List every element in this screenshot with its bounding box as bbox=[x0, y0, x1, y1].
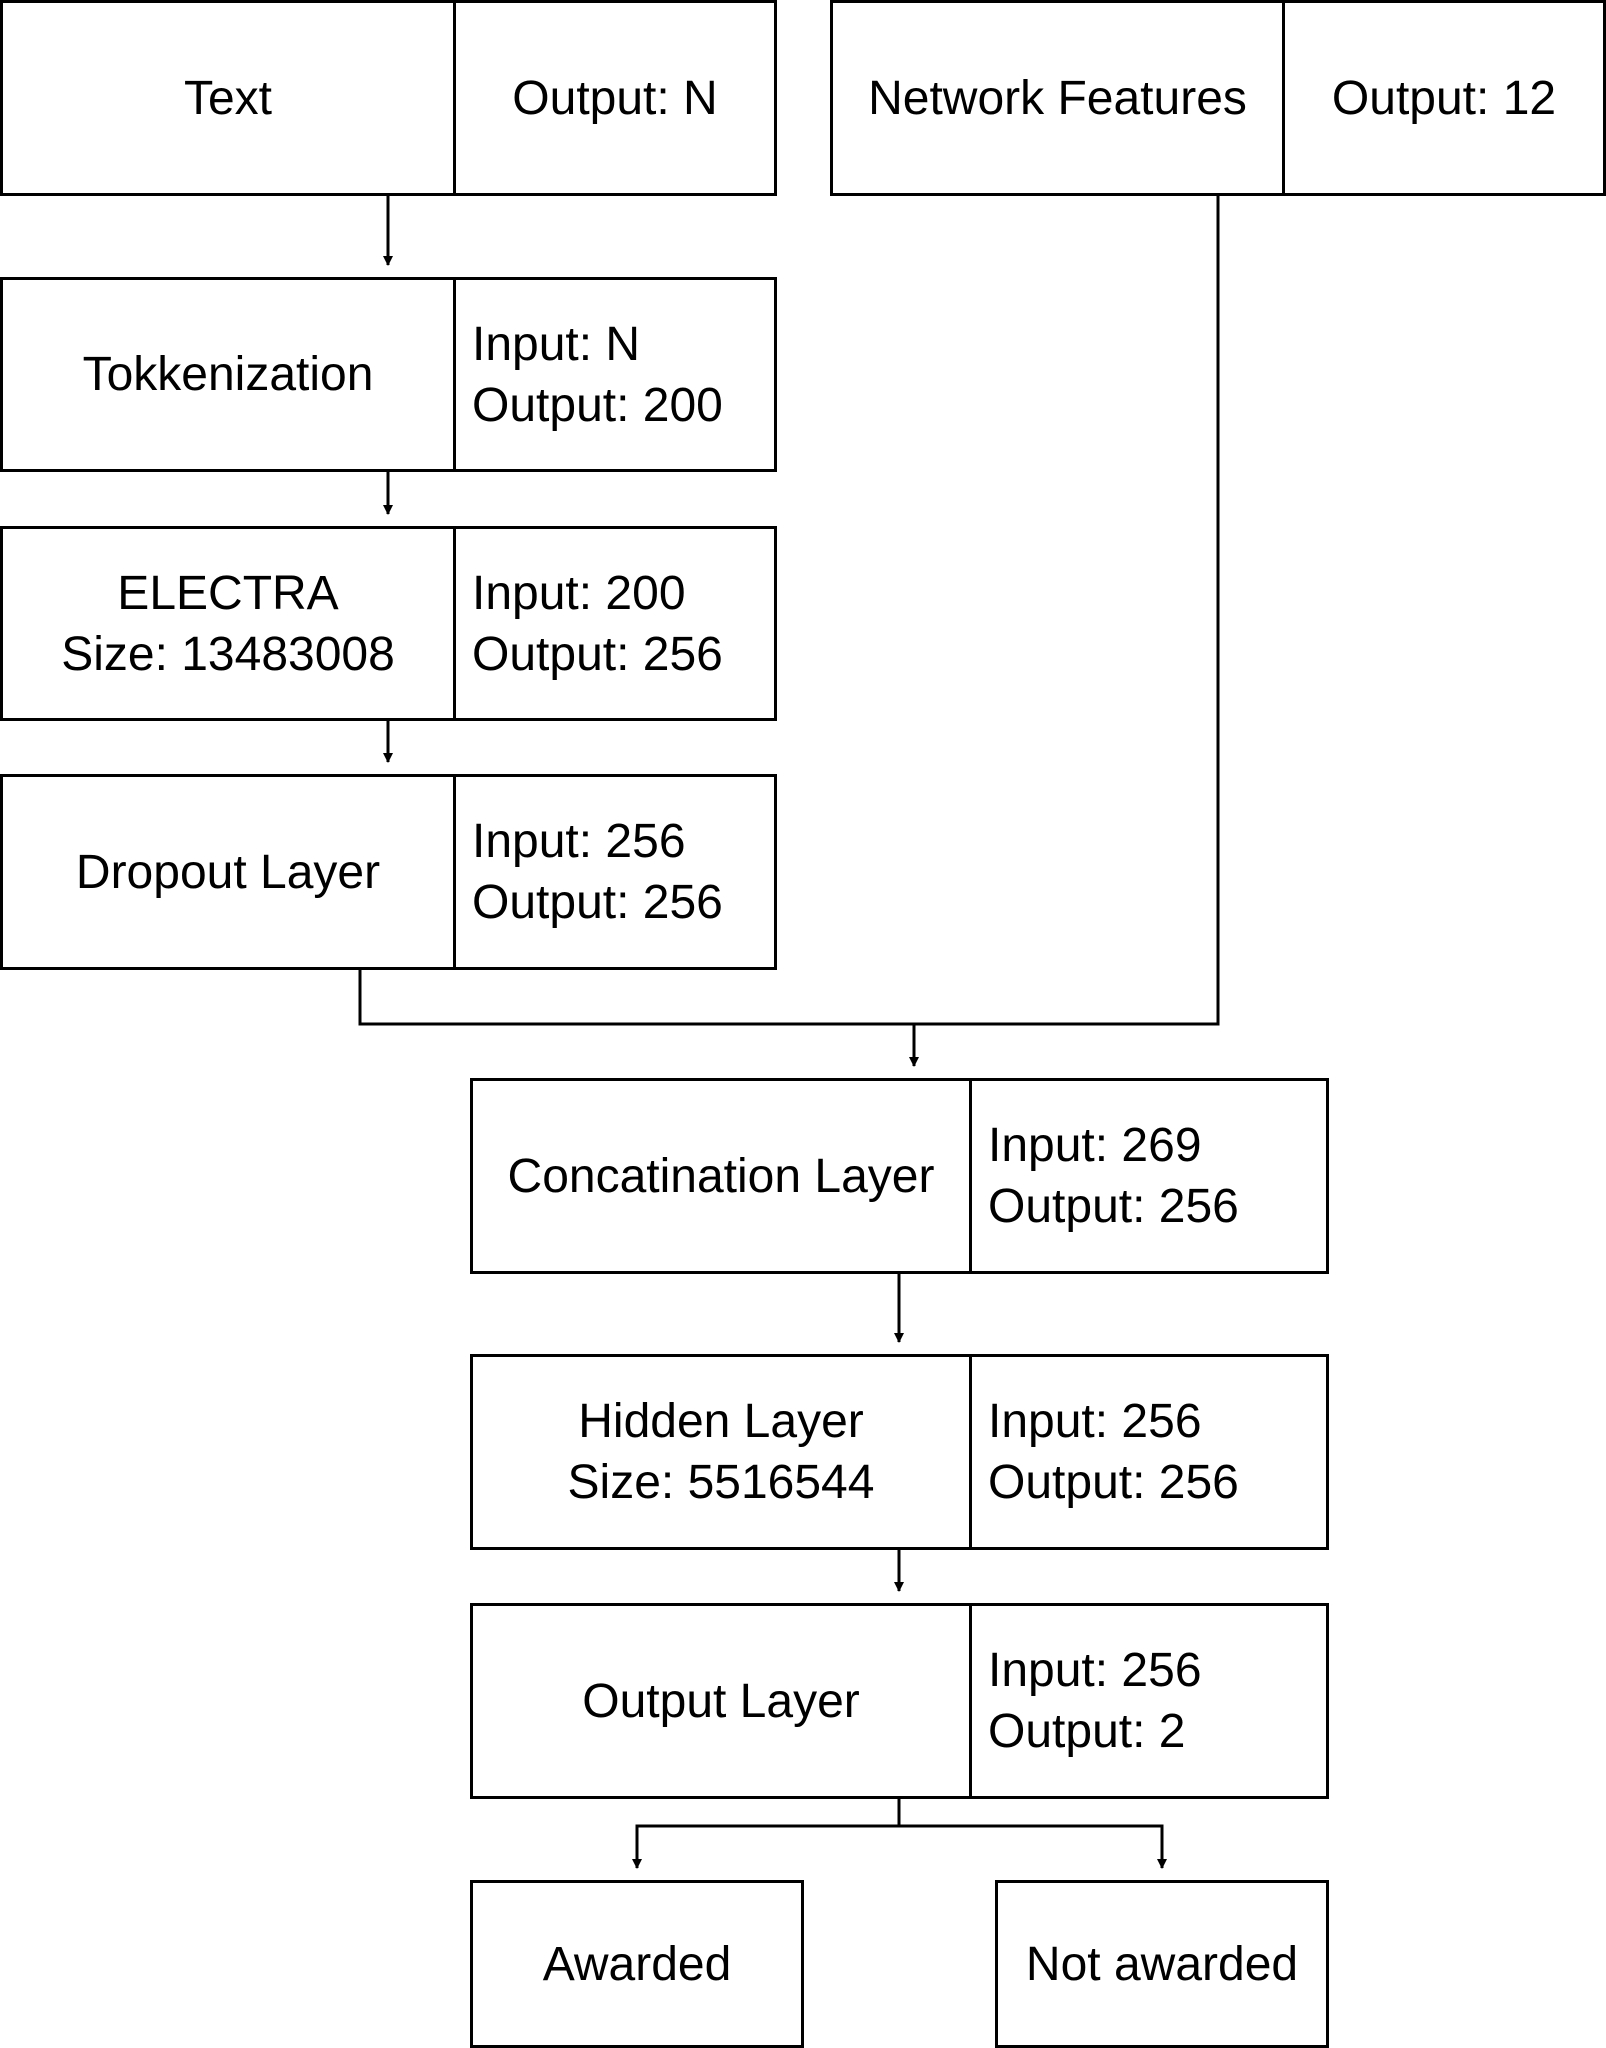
electra-output: Output: 256 bbox=[472, 627, 723, 681]
output-layer-input: Input: 256 bbox=[988, 1644, 1202, 1697]
not-awarded-cell: Not awarded bbox=[998, 1883, 1326, 2045]
dropout-input: Input: 256 bbox=[472, 815, 686, 868]
electra-input: Input: 200 bbox=[472, 566, 686, 620]
edge-split-to-awarded bbox=[632, 1824, 899, 1869]
tokenization-node: Tokkenization Input: N Output: 200 bbox=[0, 277, 777, 472]
awarded-cell: Awarded bbox=[473, 1883, 801, 2045]
text-node-output: Output: N bbox=[512, 71, 718, 125]
tokenization-io-cell: Input: N Output: 200 bbox=[456, 280, 774, 469]
concatenation-name-cell: Concatination Layer bbox=[473, 1081, 972, 1271]
edge-split-to-not-awarded bbox=[899, 1824, 1167, 1869]
electra-name-cell: ELECTRA Size: 13483008 bbox=[3, 529, 456, 718]
output-layer-name-cell: Output Layer bbox=[473, 1606, 972, 1796]
text-node: Text Output: N bbox=[0, 0, 777, 196]
network-features-name-cell: Network Features bbox=[833, 3, 1285, 193]
not-awarded-label: Not awarded bbox=[1025, 1937, 1299, 1991]
tokenization-name-cell: Tokkenization bbox=[3, 280, 456, 469]
concatenation-node: Concatination Layer Input: 269 Output: 2… bbox=[470, 1078, 1329, 1274]
dropout-node: Dropout Layer Input: 256 Output: 256 bbox=[0, 774, 777, 970]
text-node-io-cell: Output: N bbox=[456, 3, 774, 193]
hidden-layer-io-cell: Input: 256 Output: 256 bbox=[972, 1357, 1326, 1547]
awarded-node: Awarded bbox=[470, 1880, 804, 2048]
output-layer-output: Output: 2 bbox=[988, 1705, 1186, 1758]
not-awarded-node: Not awarded bbox=[995, 1880, 1329, 2048]
concatenation-io-cell: Input: 269 Output: 256 bbox=[972, 1081, 1326, 1271]
tokenization-name: Tokkenization bbox=[82, 348, 374, 401]
hidden-layer-output: Output: 256 bbox=[988, 1456, 1239, 1509]
text-node-name-cell: Text bbox=[3, 3, 456, 193]
network-features-name: Network Features bbox=[868, 71, 1247, 125]
tokenization-input: Input: N bbox=[472, 317, 641, 371]
dropout-output: Output: 256 bbox=[472, 876, 723, 929]
edge-network-features-to-merge bbox=[914, 196, 1220, 1026]
output-layer-node: Output Layer Input: 256 Output: 2 bbox=[470, 1603, 1329, 1799]
electra-size: Size: 13483008 bbox=[61, 627, 395, 681]
concatenation-output: Output: 256 bbox=[988, 1180, 1239, 1233]
output-layer-name: Output Layer bbox=[582, 1674, 860, 1728]
electra-node: ELECTRA Size: 13483008 Input: 200 Output… bbox=[0, 526, 777, 721]
hidden-layer-node: Hidden Layer Size: 5516544 Input: 256 Ou… bbox=[470, 1354, 1329, 1550]
dropout-io-cell: Input: 256 Output: 256 bbox=[456, 777, 774, 967]
network-features-output: Output: 12 bbox=[1331, 71, 1557, 125]
electra-io-cell: Input: 200 Output: 256 bbox=[456, 529, 774, 718]
text-node-name: Text bbox=[183, 71, 273, 125]
concatenation-input: Input: 269 bbox=[988, 1119, 1202, 1172]
awarded-label: Awarded bbox=[542, 1937, 732, 1991]
tokenization-output: Output: 200 bbox=[472, 378, 723, 432]
dropout-name: Dropout Layer bbox=[75, 845, 381, 899]
electra-name: ELECTRA bbox=[117, 566, 339, 620]
concatenation-name: Concatination Layer bbox=[507, 1149, 935, 1203]
dropout-name-cell: Dropout Layer bbox=[3, 777, 456, 967]
output-layer-io-cell: Input: 256 Output: 2 bbox=[972, 1606, 1326, 1796]
hidden-layer-size: Size: 5516544 bbox=[567, 1456, 875, 1509]
network-features-io-cell: Output: 12 bbox=[1285, 3, 1603, 193]
hidden-layer-name: Hidden Layer bbox=[578, 1395, 864, 1448]
hidden-layer-name-cell: Hidden Layer Size: 5516544 bbox=[473, 1357, 972, 1547]
edge-dropout-to-merge bbox=[358, 970, 914, 1026]
hidden-layer-input: Input: 256 bbox=[988, 1395, 1202, 1448]
network-features-node: Network Features Output: 12 bbox=[830, 0, 1606, 196]
